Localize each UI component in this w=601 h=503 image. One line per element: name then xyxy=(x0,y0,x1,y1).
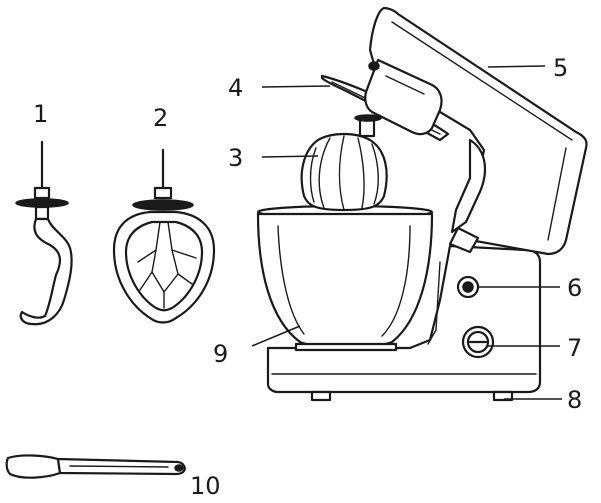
leader-line-3 xyxy=(261,155,319,158)
mixer-foot-left xyxy=(310,390,332,402)
callout-2: 2 xyxy=(153,104,168,132)
mixer-head xyxy=(364,6,588,256)
callout-4: 4 xyxy=(228,74,243,102)
spatula-part xyxy=(5,454,186,479)
flat-beater-part xyxy=(112,148,216,324)
dough-hook-part xyxy=(15,140,73,326)
callout-1: 1 xyxy=(33,100,48,128)
mixing-bowl xyxy=(256,204,434,352)
callout-8: 8 xyxy=(567,386,582,414)
speed-dial xyxy=(461,325,495,359)
callout-9: 9 xyxy=(213,340,228,368)
callout-5: 5 xyxy=(553,54,568,82)
mixer-foot-right xyxy=(492,390,514,402)
tilt-release-button xyxy=(456,275,480,299)
callout-10: 10 xyxy=(190,472,221,500)
leader-line-9 xyxy=(251,325,301,347)
mixer-main-unit xyxy=(256,6,588,402)
leader-line-5 xyxy=(487,65,546,68)
callout-6: 6 xyxy=(567,274,582,302)
balloon-whisk xyxy=(300,114,388,212)
callout-3: 3 xyxy=(228,144,243,172)
leader-line-4 xyxy=(261,85,331,88)
callout-7: 7 xyxy=(567,334,582,362)
